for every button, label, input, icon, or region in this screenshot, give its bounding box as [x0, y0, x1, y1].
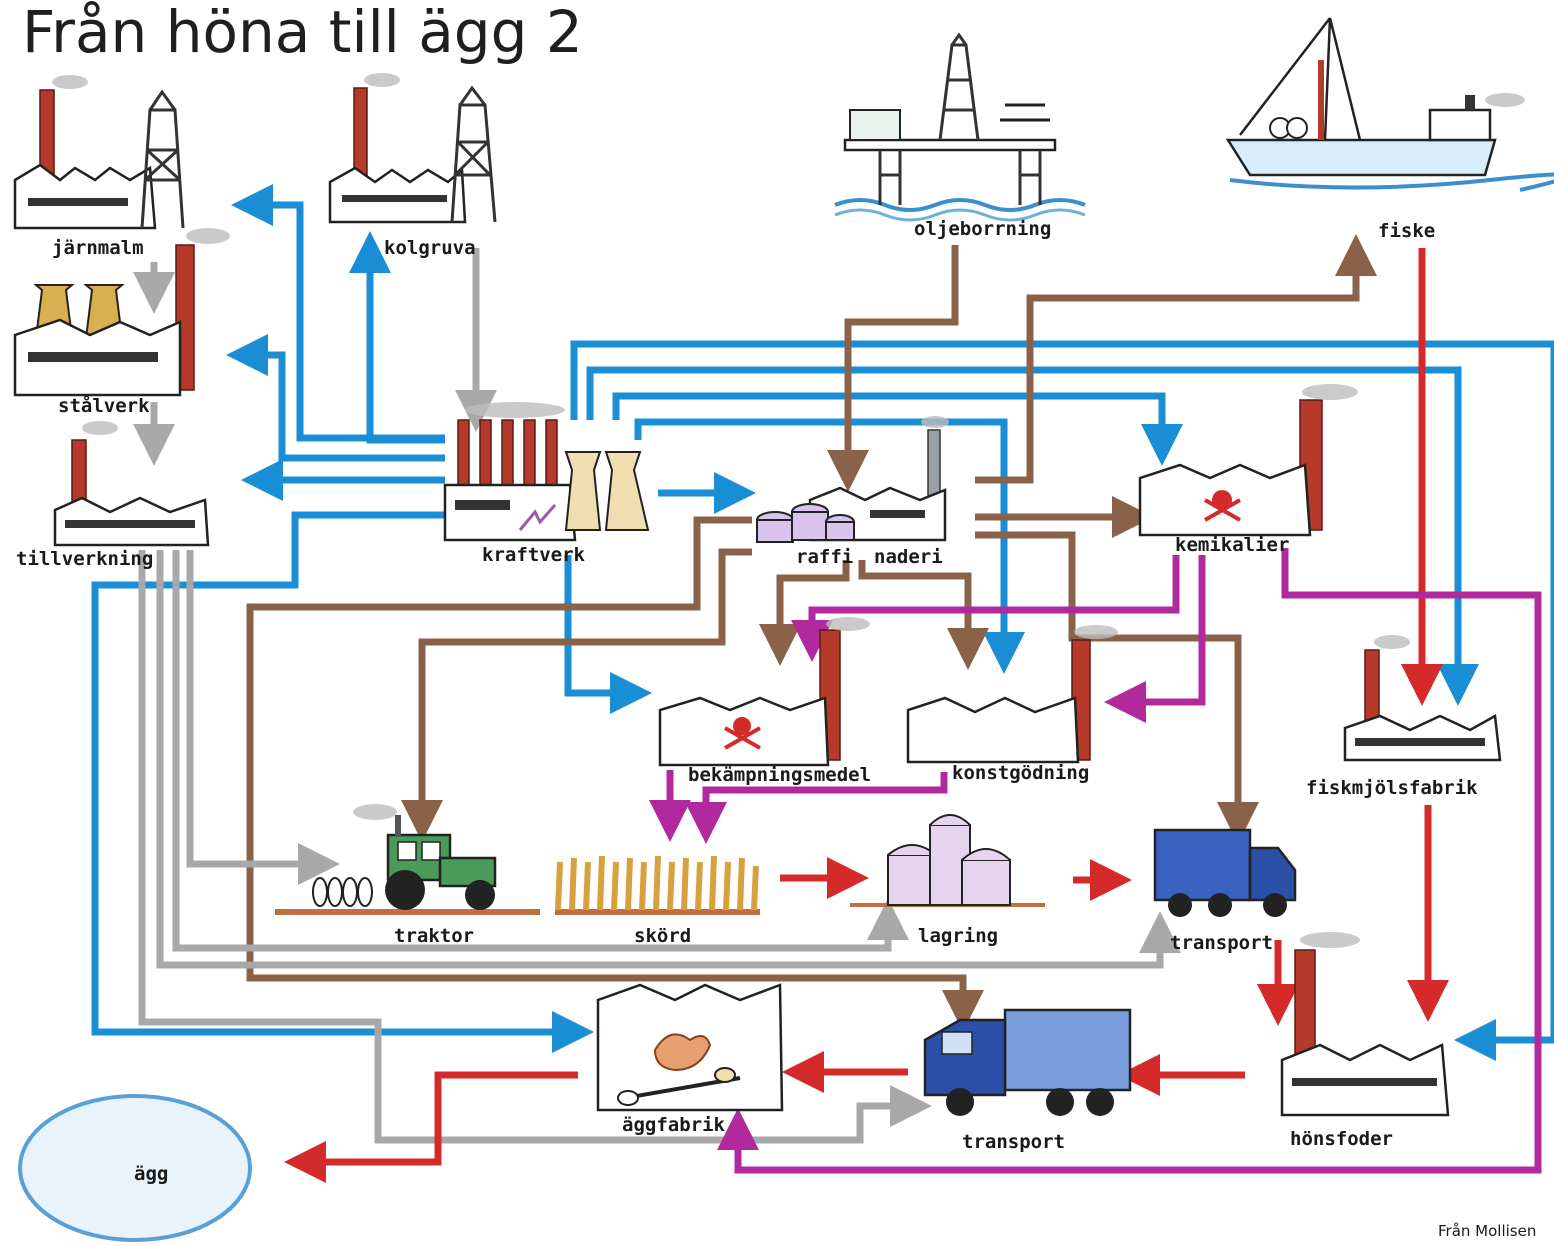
label-transport-lower: transport — [962, 1131, 1065, 1153]
traktor-illustration — [275, 804, 540, 915]
arrow-steel-transport-lower — [138, 550, 932, 1144]
label-oljeborrning: oljeborrning — [914, 218, 1051, 240]
flow-arrows — [91, 184, 1554, 1183]
label-kraftverk: kraftverk — [482, 544, 586, 566]
label-konstgodning: konstgödning — [952, 762, 1089, 784]
label-aggfabrik: äggfabrik — [622, 1114, 726, 1136]
arrow-energy-konstgodning — [634, 418, 1025, 674]
arrow-oil-traktor — [401, 548, 752, 842]
label-transport-upper: transport — [1170, 932, 1273, 954]
arrow-oil-bekampningsmedel — [759, 560, 850, 666]
label-kolgruva: kolgruva — [384, 237, 476, 259]
arrow-energy-kemikalier — [612, 392, 1183, 466]
arrow-energy-honsfoder — [570, 340, 1554, 1061]
page-title: Från höna till ägg 2 — [22, 0, 583, 66]
fiske-illustration — [1225, 17, 1554, 192]
label-bekampningsmedel: bekämpningsmedel — [688, 764, 871, 786]
arrow-steel-lagring — [172, 550, 909, 952]
transport-upper-illustration — [1153, 828, 1297, 917]
label-fiskmjolsfabrik: fiskmjölsfabrik — [1306, 777, 1478, 799]
credit-text: Från Mollisen — [1438, 1222, 1536, 1240]
lagring-illustration — [850, 814, 1045, 907]
label-jarnmalm: järnmalm — [52, 237, 144, 259]
arrow-oil-transport-lower — [246, 516, 984, 1032]
skord-illustration — [555, 855, 760, 915]
arrow-chem-konstgodning-skord — [685, 772, 948, 844]
fiskmjolsfabrik-illustration — [1343, 635, 1502, 762]
arrow-chem-aggfabrik — [717, 548, 1542, 1174]
arrow-oil-transport-upper — [975, 531, 1259, 844]
label-kemikalier: kemikalier — [1175, 534, 1289, 556]
arrow-oil-konstgodning — [858, 560, 989, 670]
arrow-energy-fiskmjolsfabrik — [586, 366, 1479, 706]
tillverkning-illustration — [53, 421, 210, 547]
arrow-energy-bekampningsmedel — [564, 555, 652, 714]
arrow-food-aggfabrik-agg — [284, 1071, 578, 1183]
label-agg: ägg — [134, 1163, 168, 1185]
honsfoder-illustration — [1280, 932, 1450, 1117]
arrow-steel-transport-upper — [156, 550, 1181, 969]
kemikalier-illustration — [1138, 384, 1358, 537]
oljeborrning-illustration — [834, 32, 1086, 222]
arrow-oil-raffinaderi — [827, 245, 959, 492]
stalverk-illustration — [13, 228, 230, 397]
arrow-oil-fiske — [975, 234, 1377, 484]
konstgodning-illustration — [906, 625, 1118, 764]
arrow-energy-kolgruva — [349, 231, 445, 444]
bekampningsmedel-illustration — [658, 617, 870, 767]
jarnmalm-illustration — [13, 75, 185, 230]
arrow-chem-bekampningsmedel — [791, 555, 1180, 662]
raffinaderi-illustration — [756, 416, 949, 543]
label-raffinaderi-b: naderi — [874, 546, 943, 568]
aggfabrik-illustration — [596, 983, 784, 1112]
arrow-energy-aggfabrik — [91, 511, 594, 1053]
label-traktor: traktor — [394, 925, 474, 947]
node-labels: järnmalm kolgruva oljeborrning fiske stå… — [16, 218, 1478, 1185]
label-tillverkning: tillverkning — [16, 548, 153, 570]
label-fiske: fiske — [1378, 220, 1435, 242]
transport-lower-illustration — [923, 1008, 1132, 1116]
arrow-energy-stalverk — [226, 334, 445, 462]
kraftverk-illustration — [443, 402, 650, 542]
label-skord: skörd — [634, 925, 691, 947]
arrow-steel-traktor — [186, 550, 340, 885]
kolgruva-illustration — [328, 73, 497, 224]
label-honsfoder: hönsfoder — [1290, 1128, 1393, 1150]
arrow-chem-konstgodning — [1104, 555, 1206, 723]
agg-illustration — [18, 1094, 252, 1242]
label-raffinaderi-a: raffi — [796, 546, 853, 568]
label-lagring: lagring — [918, 925, 998, 947]
label-stalverk: stålverk — [58, 393, 150, 417]
